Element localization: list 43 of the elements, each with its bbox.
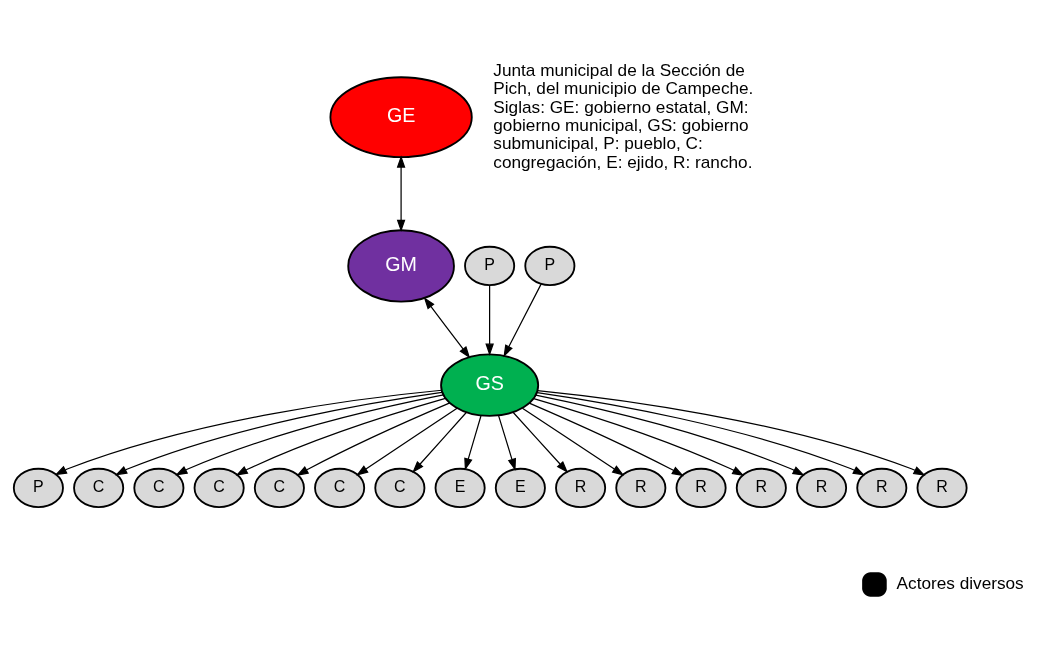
- node-ellipse: C: [73, 467, 125, 509]
- node-ellipse: GE: [329, 76, 473, 159]
- node-ellipse: C: [374, 467, 426, 509]
- arrow: [503, 283, 542, 358]
- node-ellipse: P: [464, 245, 516, 287]
- node-ellipse: GS: [440, 353, 540, 417]
- arrow: [535, 394, 805, 476]
- arrow: [114, 391, 443, 476]
- arrow: [536, 389, 926, 476]
- label: Junta municipal de la Sección de Pich, del municipio de Campeche. Siglas: GE: gobierno estatal, GM: gobierno municipal, GS: gobierno submunicipal, P: pueblo, C: congregación, E: ejido, R: rancho.: [493, 59, 754, 172]
- node-ellipse: R: [555, 467, 607, 509]
- arrow: [412, 411, 468, 473]
- arrow: [423, 296, 471, 359]
- arrow: [485, 284, 494, 356]
- arrow: [235, 397, 447, 476]
- node-ellipse: E: [434, 467, 486, 509]
- arrow: [528, 402, 685, 477]
- arrow: [536, 391, 866, 476]
- arrow: [356, 407, 458, 476]
- arrow: [396, 155, 406, 233]
- node-ellipse: R: [675, 467, 727, 509]
- node-ellipse: R: [796, 467, 848, 509]
- node-ellipse: R: [735, 467, 787, 509]
- node-ellipse: R: [856, 467, 908, 509]
- node-ellipse: C: [133, 467, 185, 509]
- node-ellipse: E: [494, 467, 546, 509]
- node-ellipse: P: [12, 467, 64, 509]
- arrow: [521, 407, 625, 476]
- arrow: [497, 414, 516, 471]
- node-ellipse: R: [916, 467, 968, 509]
- arrow: [512, 411, 569, 473]
- arrow: [54, 389, 443, 476]
- arrow: [175, 394, 444, 476]
- node-ellipse: R: [615, 467, 667, 509]
- node-ellipse: C: [193, 467, 245, 509]
- node-ellipse: C: [253, 467, 305, 509]
- legend-label: Actores diversos: [896, 573, 1024, 594]
- arrow: [464, 415, 482, 471]
- node-ellipse: GM: [347, 229, 455, 303]
- node-ellipse: P: [524, 245, 576, 287]
- arrow: [533, 398, 745, 476]
- node-ellipse: C: [314, 467, 366, 509]
- arrow: [296, 402, 451, 476]
